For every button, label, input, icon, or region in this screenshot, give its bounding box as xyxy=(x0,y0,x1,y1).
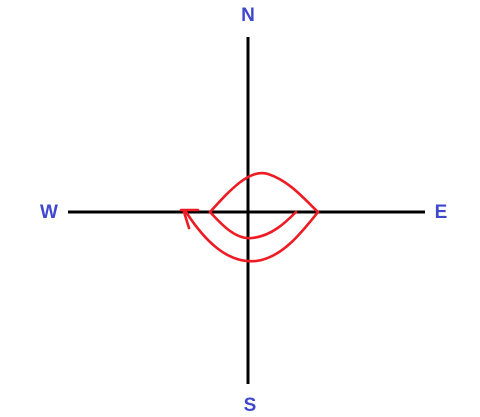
path-lower-outer-arc xyxy=(184,210,320,263)
south-label: S xyxy=(244,395,257,416)
path-arrowhead xyxy=(179,208,200,230)
west-label: W xyxy=(40,202,58,223)
east-label: E xyxy=(435,202,448,223)
north-label: N xyxy=(241,5,255,26)
path-lower-inner-arc xyxy=(208,210,298,240)
movement-path xyxy=(179,171,320,263)
path-upper-arc xyxy=(208,171,320,214)
